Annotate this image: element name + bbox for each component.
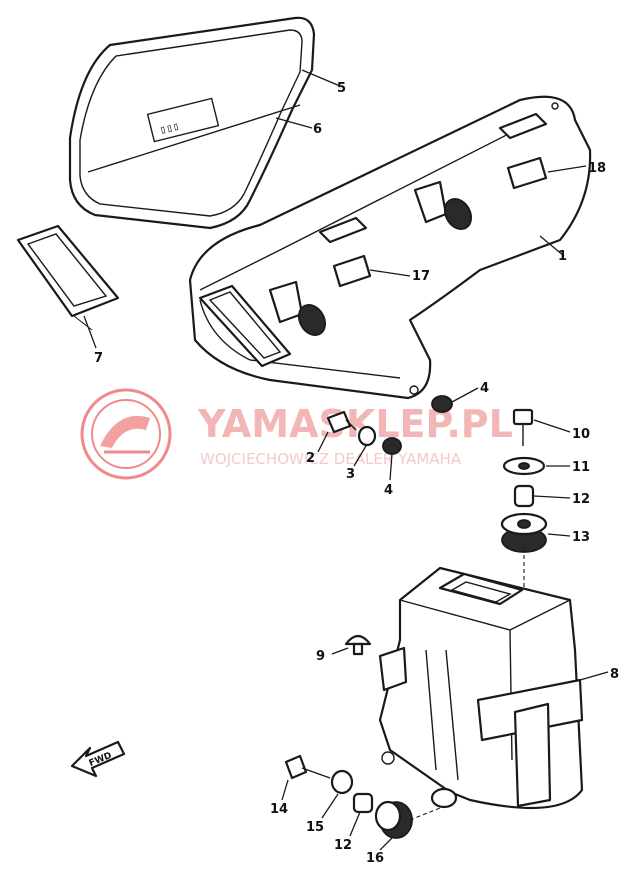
damper-part-13 bbox=[500, 512, 548, 553]
callout-11: 11 bbox=[572, 460, 590, 475]
watermark-subtitle: WOJCIECHOWICZ DEALER YAMAHA bbox=[200, 450, 462, 468]
bolt-part-14 bbox=[284, 754, 331, 780]
watermark-title: YAMASKLEP.PL bbox=[197, 402, 513, 446]
callouts: 5 6 1 7 18 17 4 2 3 4 10 11 12 13 8 9 14… bbox=[94, 81, 619, 866]
callout-16: 16 bbox=[366, 851, 384, 866]
bolt-part-10 bbox=[512, 408, 534, 446]
clip-part-17 bbox=[332, 254, 372, 288]
clip-part-18 bbox=[506, 156, 548, 190]
side-cover-part-1 bbox=[188, 95, 592, 400]
callout-18: 18 bbox=[588, 161, 606, 176]
forward-direction-icon: FWD bbox=[70, 740, 126, 778]
washer-part-4-upper bbox=[431, 395, 453, 413]
callout-17: 17 bbox=[412, 269, 430, 284]
knob-part-9 bbox=[344, 634, 372, 656]
callout-4-lower: 4 bbox=[384, 483, 393, 498]
bolt-part-2 bbox=[326, 410, 357, 434]
washer-hole bbox=[518, 462, 530, 470]
callout-7: 7 bbox=[94, 351, 103, 366]
side-cover-emblem-part-5-6: ▯▯▯ bbox=[68, 16, 316, 230]
callout-4-upper: 4 bbox=[480, 381, 489, 396]
callout-12-upper: 12 bbox=[572, 492, 590, 507]
washer-part-15 bbox=[330, 769, 354, 795]
callout-3: 3 bbox=[346, 467, 355, 482]
callout-14: 14 bbox=[270, 802, 288, 817]
callout-9: 9 bbox=[316, 649, 325, 664]
leader-lines bbox=[83, 69, 609, 851]
callout-1: 1 bbox=[558, 249, 567, 264]
watermark: YAMASKLEP.PL WOJCIECHOWICZ DEALER YAMAHA bbox=[80, 388, 513, 480]
washer-part-4-lower bbox=[382, 437, 402, 455]
callout-13: 13 bbox=[572, 530, 590, 545]
callout-6: 6 bbox=[313, 122, 322, 137]
damper-part-16 bbox=[374, 800, 413, 839]
callout-10: 10 bbox=[572, 427, 590, 442]
reflector-part-7 bbox=[16, 224, 120, 331]
assembly-line-lower bbox=[409, 807, 441, 821]
callout-12-lower: 12 bbox=[334, 838, 352, 853]
svg-text:▯▯▯: ▯▯▯ bbox=[158, 119, 180, 136]
callout-5: 5 bbox=[337, 81, 346, 96]
collar-part-12-lower bbox=[352, 792, 374, 814]
callout-8: 8 bbox=[610, 667, 619, 682]
tool-box-part-8 bbox=[378, 566, 584, 810]
washer-part-3 bbox=[357, 425, 377, 447]
callout-15: 15 bbox=[306, 820, 324, 835]
collar-part-12-upper bbox=[513, 484, 535, 508]
watermark-logo bbox=[80, 388, 172, 480]
rubber-grommets bbox=[297, 198, 473, 336]
callout-2: 2 bbox=[306, 451, 315, 466]
